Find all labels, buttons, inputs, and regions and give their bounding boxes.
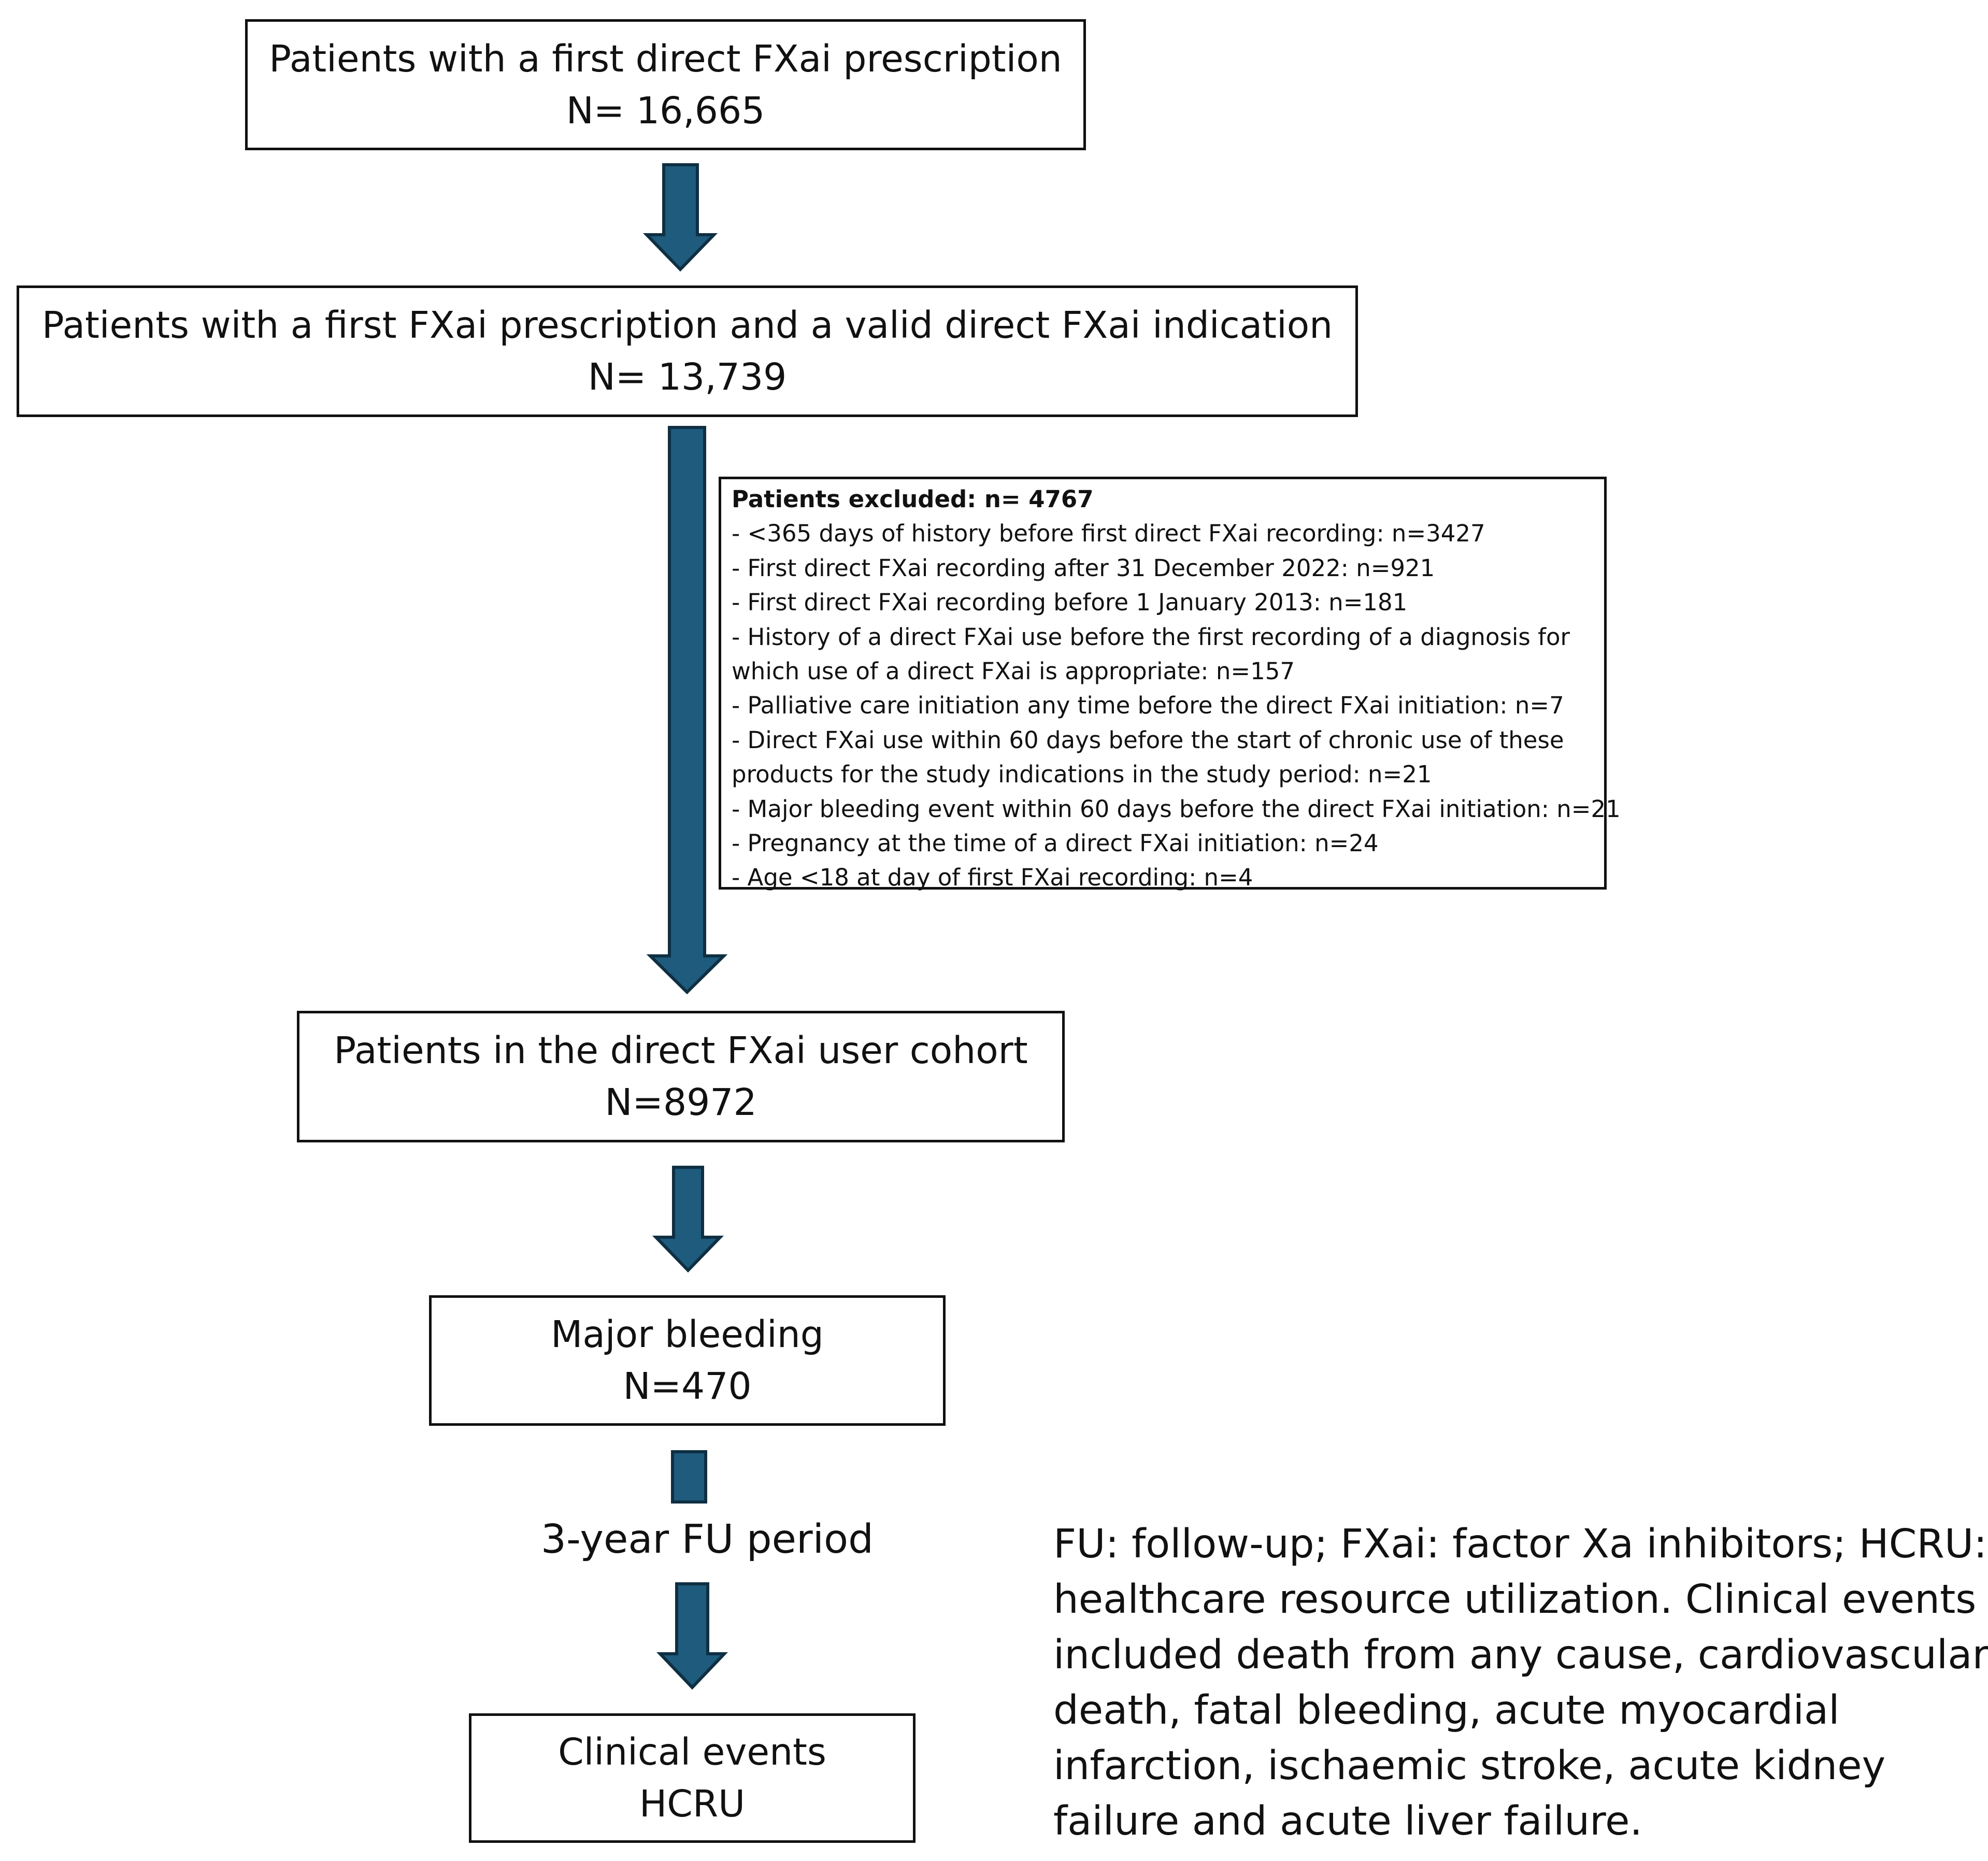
exclusion-line: - Direct FXai use within 60 days before …: [732, 726, 1564, 754]
box-label: HCRU: [639, 1782, 746, 1825]
box-label: Patients in the direct FXai user cohort: [334, 1029, 1028, 1072]
box-count: N=8972: [605, 1081, 757, 1124]
note-line: healthcare resource utilization. Clinica…: [1053, 1577, 1977, 1623]
exclusion-line: products for the study indications in th…: [732, 761, 1432, 789]
exclusion-title: Patients excluded: n= 4767: [732, 485, 1094, 513]
box-outcomes: Clinical events HCRU: [469, 1713, 916, 1843]
note-line: included death from any cause, cardiovas…: [1053, 1632, 1988, 1678]
arrow-4: [656, 1582, 728, 1690]
arrow-1: [642, 163, 718, 272]
note-line: failure and acute liver failure.: [1053, 1798, 1642, 1844]
note-line: FU: follow-up; FXai: factor Xa inhibitor…: [1053, 1521, 1987, 1567]
abbreviation-note: FU: follow-up; FXai: factor Xa inhibitor…: [1053, 1516, 1988, 1849]
exclusion-line: - First direct FXai recording before 1 J…: [732, 589, 1408, 617]
box-count: N= 13,739: [588, 355, 787, 398]
box-label: Patients with a first FXai prescription …: [41, 304, 1333, 347]
note-line: death, fatal bleeding, acute myocardial: [1053, 1687, 1840, 1734]
exclusion-line: - Pregnancy at the time of a direct FXai…: [732, 829, 1379, 857]
box-first-prescription: Patients with a first direct FXai prescr…: [245, 19, 1086, 150]
exclusion-line: - History of a direct FXai use before th…: [732, 623, 1570, 651]
exclusion-line: - Age <18 at day of first FXai recording…: [732, 864, 1253, 892]
box-label: Clinical events: [558, 1730, 826, 1773]
arrow-2: [646, 426, 728, 995]
box-major-bleeding: Major bleeding N=470: [429, 1295, 946, 1426]
exclusion-box: Patients excluded: n= 4767 - <365 days o…: [719, 477, 1621, 891]
fu-connector-bar: [671, 1450, 707, 1504]
fu-period-label: 3-year FU period: [540, 1516, 874, 1563]
box-valid-indication: Patients with a first FXai prescription …: [17, 285, 1358, 417]
box-user-cohort: Patients in the direct FXai user cohort …: [297, 1011, 1065, 1142]
exclusion-line: - First direct FXai recording after 31 D…: [732, 554, 1435, 582]
note-line: infarction, ischaemic stroke, acute kidn…: [1053, 1743, 1886, 1789]
box-count: N= 16,665: [566, 89, 765, 132]
exclusion-line: - <365 days of history before first dire…: [732, 520, 1485, 548]
box-count: N=470: [623, 1365, 752, 1408]
box-label: Patients with a first direct FXai prescr…: [269, 37, 1062, 80]
exclusion-line: which use of a direct FXai is appropriat…: [732, 657, 1295, 685]
exclusion-line: - Palliative care initiation any time be…: [732, 692, 1564, 720]
arrow-3: [652, 1166, 724, 1273]
exclusion-line: - Major bleeding event within 60 days be…: [732, 795, 1621, 823]
box-label: Major bleeding: [551, 1313, 824, 1356]
